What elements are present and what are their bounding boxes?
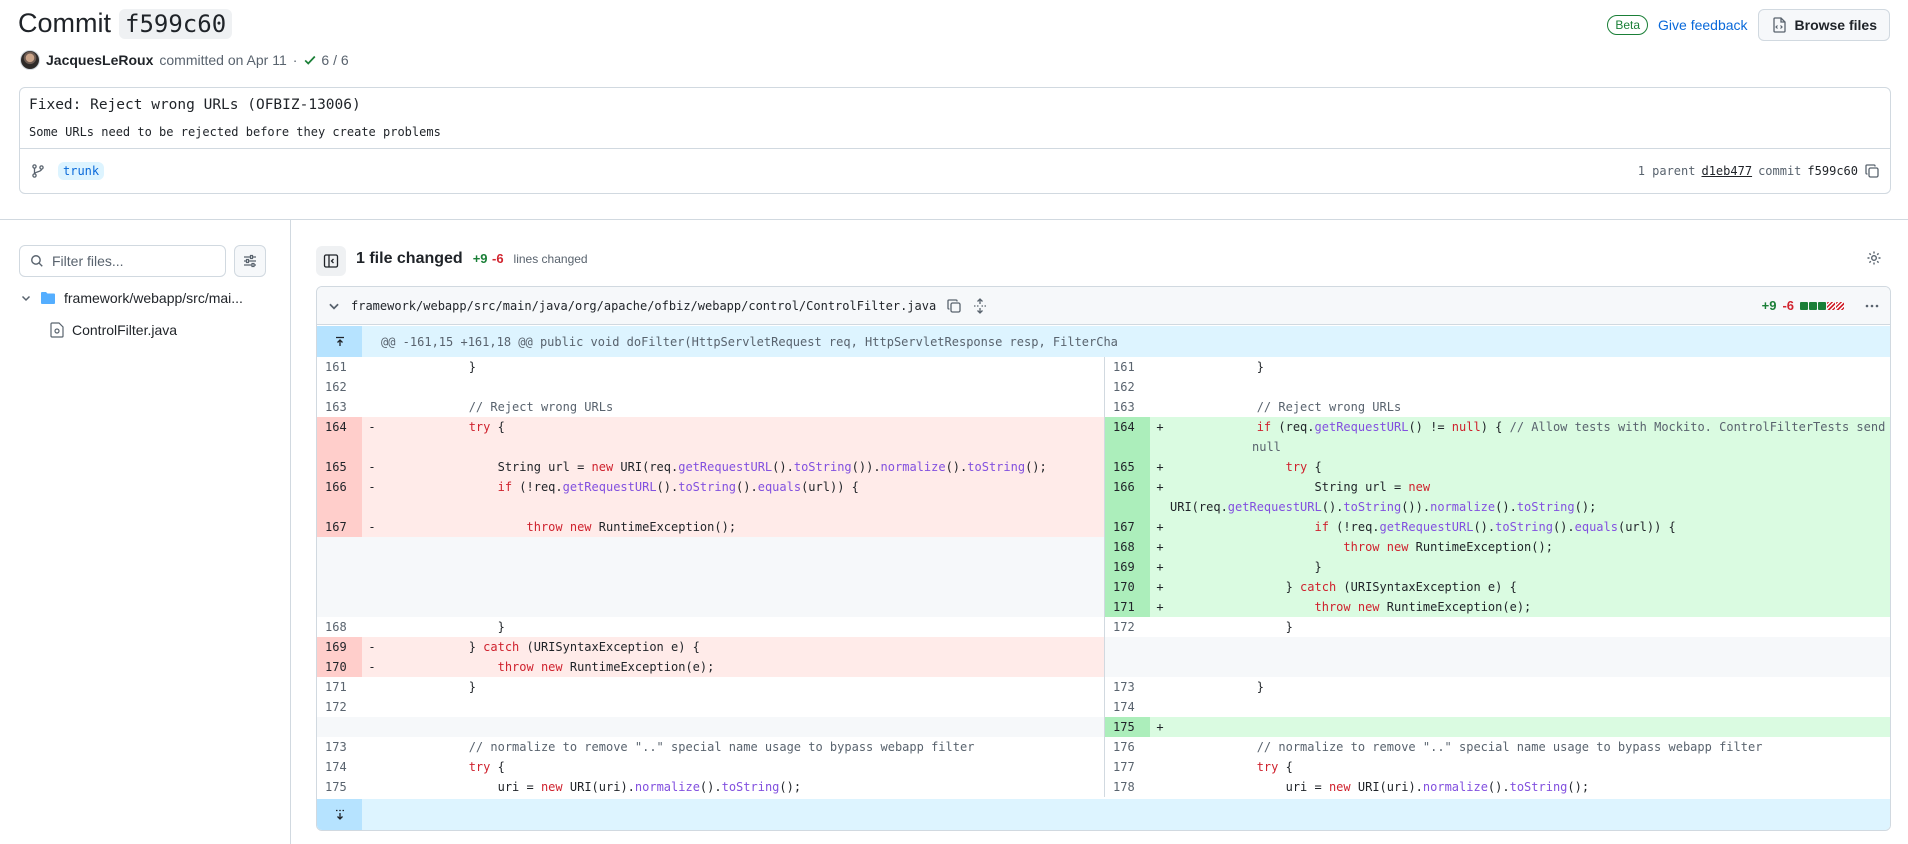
chevron-down-icon <box>21 295 31 302</box>
section-divider <box>0 219 1908 220</box>
toggle-sidebar-button[interactable] <box>316 246 346 276</box>
hunk-text: @@ -161,15 +161,18 @@ public void doFilt… <box>381 334 1118 349</box>
diff-row: 171 } 173 } <box>317 677 1890 697</box>
diff-row: 161 } 161 } <box>317 357 1890 377</box>
give-feedback-link[interactable]: Give feedback <box>1658 17 1748 33</box>
file-path[interactable]: framework/webapp/src/main/java/org/apach… <box>351 298 937 313</box>
diff-row: 169- } catch (URISyntaxException e) { <box>317 637 1890 657</box>
diff-row: 168 } 172 } <box>317 617 1890 637</box>
parent-info: 1 parent d1eb477 commit f599c60 <box>1638 163 1880 179</box>
diff-row: 166- if (!req.getRequestURL().toString()… <box>317 477 1890 517</box>
diff-row: 164- try { 164+ if (req.getRequestURL() … <box>317 417 1890 457</box>
file-stats: +9 -6 <box>1762 298 1880 314</box>
author-name[interactable]: JacquesLeRoux <box>46 52 154 68</box>
diffstat-bar <box>1800 301 1844 310</box>
filter-placeholder: Filter files... <box>52 253 124 269</box>
expand-up-button[interactable] <box>317 326 362 357</box>
checks-count: 6 / 6 <box>321 52 349 68</box>
file-header: framework/webapp/src/main/java/org/apach… <box>317 287 1890 325</box>
folder-name: framework/webapp/src/mai... <box>64 290 243 306</box>
sidebar-divider <box>290 219 291 844</box>
copy-icon[interactable] <box>946 298 962 314</box>
additions-count: +9 <box>472 251 488 266</box>
diff-row: 162 162 <box>317 377 1890 397</box>
diff-row: 165- String url = new URI(req.getRequest… <box>317 457 1890 477</box>
commit-message-footer: trunk 1 parent d1eb477 commit f599c60 <box>20 148 1890 193</box>
header-actions: Beta Give feedback Browse files <box>1607 9 1890 41</box>
diff-row: 172 174 <box>317 697 1890 717</box>
diff-row: 167- throw new RuntimeException(); 167+ … <box>317 517 1890 537</box>
separator-dot: · <box>292 52 298 68</box>
avatar[interactable] <box>20 50 40 70</box>
diff-row: 169+ } <box>317 557 1890 577</box>
checks-status[interactable]: 6 / 6 <box>303 52 349 68</box>
parent-sha-link[interactable]: d1eb477 <box>1701 164 1753 178</box>
browse-files-button[interactable]: Browse files <box>1757 9 1890 41</box>
diff-summary: 1 file changed +9 -6 lines changed <box>356 250 588 268</box>
sliders-icon <box>244 254 256 268</box>
diff-row: 170+ } catch (URISyntaxException e) { <box>317 577 1890 597</box>
commit-sha: f599c60 <box>1807 164 1858 178</box>
page-title: Commit f599c60 <box>18 8 233 39</box>
search-icon <box>31 255 43 267</box>
diff-row: 171+ throw new RuntimeException(e); <box>317 597 1890 617</box>
copy-icon[interactable] <box>1864 163 1880 179</box>
file-diff: framework/webapp/src/main/java/org/apach… <box>316 286 1891 831</box>
check-icon <box>304 55 316 65</box>
expand-up-icon <box>335 336 344 346</box>
branch-chip[interactable]: trunk <box>58 162 105 180</box>
chevron-down-icon[interactable] <box>327 299 341 313</box>
diff-row: 175 uri = new URI(uri).normalize().toStr… <box>317 777 1890 797</box>
expand-down-button[interactable] <box>317 799 362 830</box>
expand-all-icon[interactable] <box>972 297 988 314</box>
diff-row: 163 // Reject wrong URLs 163 // Reject w… <box>317 397 1890 417</box>
commit-sha-chip: f599c60 <box>119 8 233 39</box>
git-branch-icon <box>32 164 44 178</box>
title-prefix: Commit <box>18 8 111 38</box>
files-changed-count: 1 file changed <box>356 250 463 267</box>
parent-prefix: 1 parent <box>1637 164 1696 178</box>
file-diff-icon <box>50 322 64 338</box>
hunk-header: @@ -161,15 +161,18 @@ public void doFilt… <box>317 326 1890 357</box>
diff-row: 173 // normalize to remove ".." special … <box>317 737 1890 757</box>
sidebar-collapse-icon <box>323 254 339 268</box>
filter-files-input[interactable]: Filter files... <box>19 245 226 277</box>
file-code-icon <box>1772 17 1786 33</box>
folder-icon <box>41 292 55 304</box>
beta-badge: Beta <box>1607 15 1649 35</box>
kebab-menu-icon[interactable] <box>1864 298 1880 314</box>
author-line: JacquesLeRoux committed on Apr 11 · 6 / … <box>20 50 349 70</box>
browse-files-label: Browse files <box>1794 17 1877 33</box>
diff-rows: 161 } 161 } 162 162 163 // Reject wrong … <box>317 357 1890 797</box>
file-additions: +9 <box>1761 298 1777 313</box>
gear-icon[interactable] <box>1866 250 1882 266</box>
file-deletions: -6 <box>1782 298 1794 313</box>
expand-down-icon <box>335 809 344 820</box>
expand-down-row <box>317 799 1890 830</box>
filter-options-button[interactable] <box>234 245 266 277</box>
committed-date: committed on Apr 11 <box>159 52 287 68</box>
commit-message-title: Fixed: Reject wrong URLs (OFBIZ-13006) <box>29 97 361 113</box>
deletions-count: -6 <box>491 251 504 266</box>
commit-message-box: Fixed: Reject wrong URLs (OFBIZ-13006) S… <box>19 87 1891 194</box>
commit-label: commit <box>1758 164 1802 178</box>
diff-row: 175+ <box>317 717 1890 737</box>
lines-changed-label: lines changed <box>513 252 588 266</box>
tree-folder[interactable]: framework/webapp/src/mai... <box>20 290 243 306</box>
diff-row: 168+ throw new RuntimeException(); <box>317 537 1890 557</box>
diff-row: 174 try { 177 try { <box>317 757 1890 777</box>
diff-row: 170- throw new RuntimeException(e); <box>317 657 1890 677</box>
commit-message-body: Some URLs need to be rejected before the… <box>29 125 441 139</box>
tree-file[interactable]: ControlFilter.java <box>50 322 177 338</box>
file-name: ControlFilter.java <box>72 322 178 338</box>
